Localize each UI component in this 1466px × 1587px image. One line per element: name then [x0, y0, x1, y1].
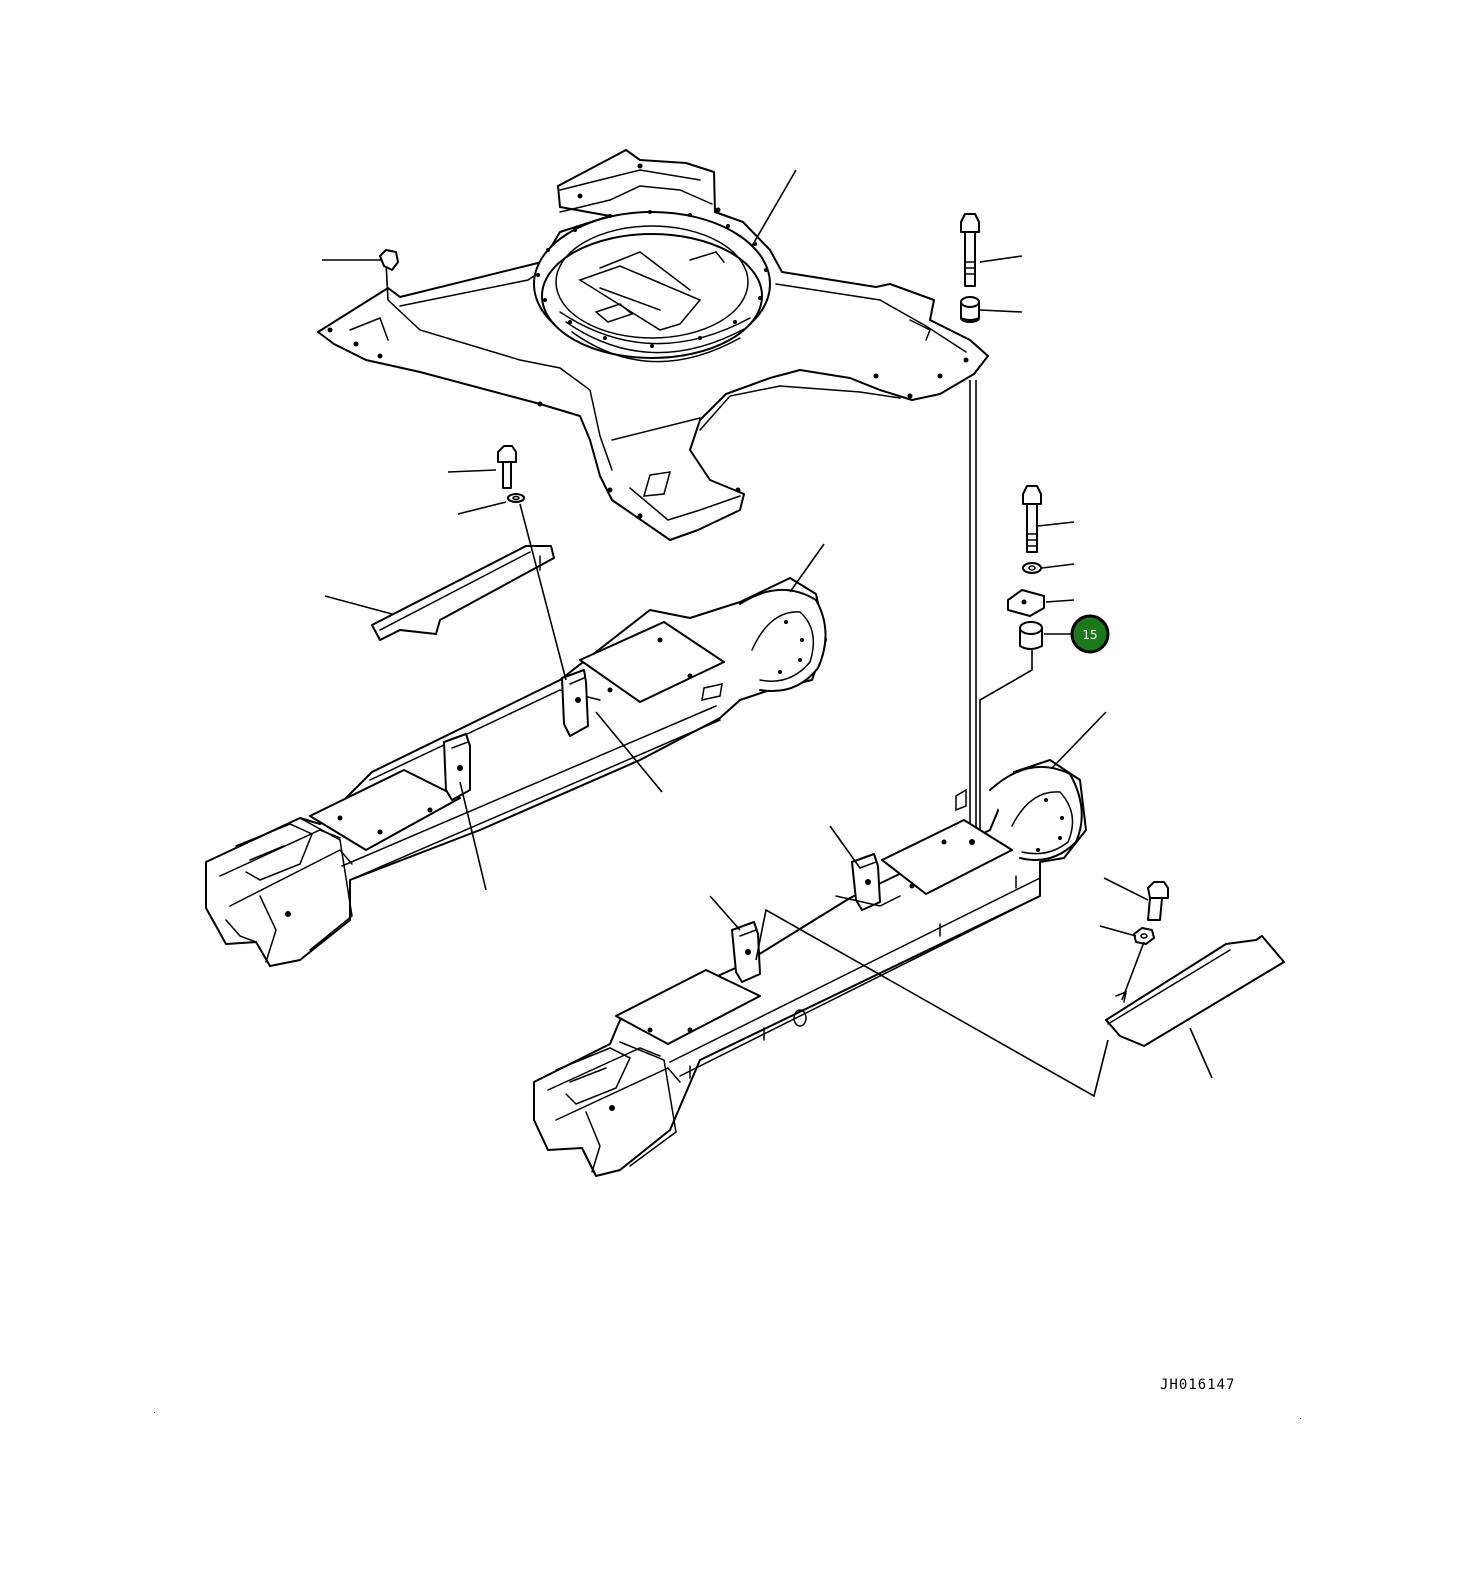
- right-cover-plate: [1105, 935, 1285, 1047]
- scan-speck-right: [1300, 1418, 1301, 1419]
- drawing-number: JH016147: [1160, 1377, 1235, 1393]
- swing-circle-bolt-holes: [536, 210, 768, 348]
- callout-15-circle[interactable]: [1070, 614, 1110, 654]
- washer: [1022, 562, 1042, 574]
- frame-mount-holes: [327, 163, 969, 519]
- callout-15-label: 15: [1082, 628, 1097, 642]
- right-track-frame: [533, 759, 1087, 1177]
- left-bolt-washer: [497, 445, 525, 503]
- bolt: [1022, 485, 1042, 553]
- right-bolt-washer: [1133, 881, 1169, 945]
- scan-speck-left: [154, 1412, 155, 1413]
- center-frame: [317, 149, 989, 541]
- spacer: [960, 296, 980, 323]
- left-track-frame: [205, 577, 827, 967]
- bolt: [960, 213, 980, 287]
- left-cover-plate: [371, 545, 555, 641]
- callout-15[interactable]: 15: [1070, 614, 1110, 654]
- leader-lines: [322, 169, 1213, 1098]
- spacer: [1019, 621, 1043, 650]
- upper-bolt-stack: [960, 213, 980, 850]
- lower-bolt-stack: [979, 485, 1045, 850]
- plate: [1007, 589, 1045, 617]
